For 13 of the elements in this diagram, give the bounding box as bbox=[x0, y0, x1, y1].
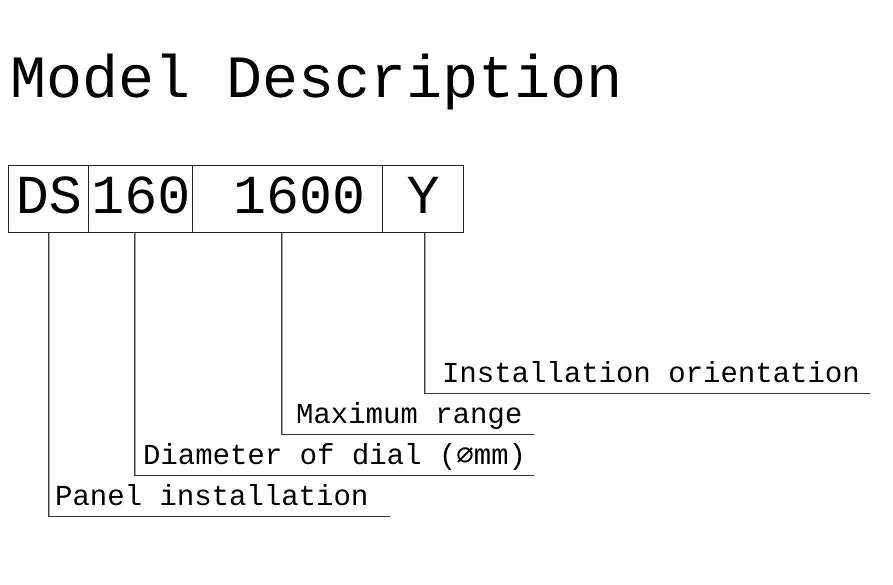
code-box: DS bbox=[8, 165, 90, 233]
leader-line bbox=[48, 233, 50, 517]
description-label: Maximum range bbox=[281, 399, 534, 435]
code-box: 1600 bbox=[192, 165, 384, 233]
diagram-title: Model Description bbox=[10, 50, 622, 114]
code-box: 160 bbox=[88, 165, 194, 233]
leader-line bbox=[134, 233, 136, 476]
code-box: Y bbox=[382, 165, 464, 233]
description-label: Diameter of dial (⌀mm) bbox=[134, 440, 534, 476]
leader-line bbox=[281, 233, 282, 435]
description-label: Installation orientation bbox=[424, 358, 870, 394]
leader-line bbox=[424, 233, 426, 394]
description-label: Panel installation bbox=[48, 481, 390, 517]
